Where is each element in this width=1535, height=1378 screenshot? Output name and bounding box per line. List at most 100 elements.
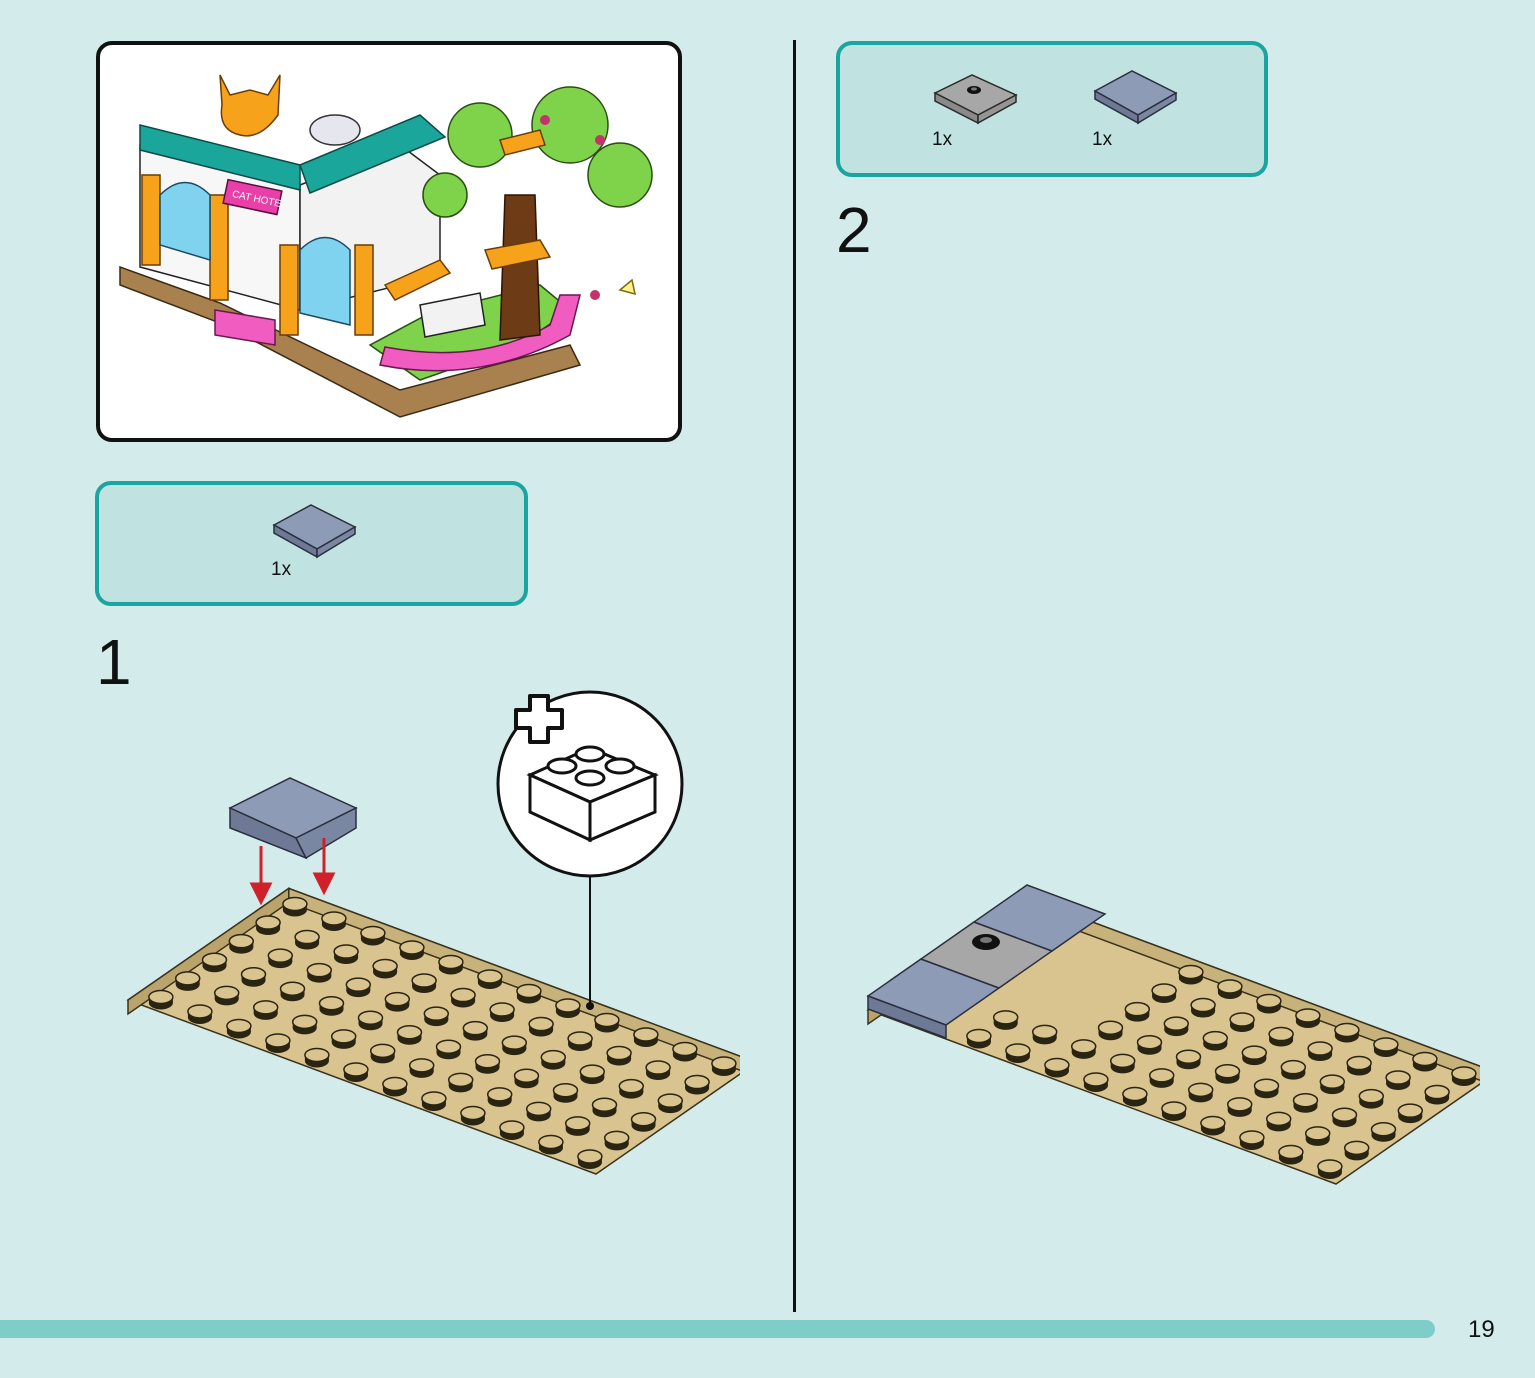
stud (174, 971, 201, 991)
stud (267, 948, 294, 969)
stud (1343, 1140, 1370, 1161)
step2-build-illustration (866, 884, 1480, 1185)
blue-grey-2x2-tile-icon (1093, 70, 1178, 125)
stud (201, 952, 228, 973)
stud (513, 1068, 540, 1089)
stud (1070, 1039, 1097, 1059)
stud (1214, 1064, 1241, 1084)
stud (564, 1116, 591, 1136)
stud (1385, 1070, 1411, 1091)
stud (499, 1120, 525, 1140)
stud (304, 1047, 330, 1068)
stud (540, 1049, 567, 1070)
tan-6x12-plate (126, 886, 740, 1175)
stud (343, 1062, 369, 1082)
step2-part-qty-tile: 1x (1092, 129, 1113, 150)
stud (1083, 1072, 1109, 1092)
stud (474, 1054, 501, 1074)
step1-build-illustration (126, 690, 740, 1175)
stud (1280, 1059, 1307, 1080)
stud (1268, 1026, 1294, 1047)
stud (321, 911, 347, 931)
stud (1292, 1093, 1319, 1113)
stud (618, 1078, 645, 1099)
stud (1202, 1030, 1229, 1051)
stud (1161, 1101, 1187, 1121)
plus-icon (514, 694, 564, 744)
stud (291, 1014, 318, 1035)
stud (1346, 1055, 1372, 1076)
stud (318, 996, 345, 1016)
stud (1044, 1057, 1070, 1078)
stud (1319, 1074, 1346, 1095)
stud (1178, 964, 1204, 985)
tan-6x12-plate-with-tiles (866, 884, 1480, 1185)
stud (1253, 1078, 1280, 1099)
stud (1148, 1068, 1175, 1088)
stud (1397, 1103, 1424, 1124)
stud (486, 1087, 513, 1107)
jumper-stud (972, 934, 1000, 950)
stud (384, 991, 411, 1012)
stud (1097, 1020, 1124, 1041)
stud (525, 1101, 552, 1122)
stud (462, 1020, 489, 1041)
stud (1005, 1043, 1031, 1063)
stud (438, 954, 464, 975)
stud (657, 1093, 684, 1114)
stud (369, 1043, 396, 1064)
stud (294, 929, 320, 950)
stud (360, 925, 386, 946)
stud (567, 1031, 593, 1052)
stud (423, 1006, 450, 1027)
stud (1412, 1051, 1438, 1072)
stud (213, 985, 240, 1006)
stud (577, 1149, 603, 1169)
stud (555, 998, 581, 1018)
page-number: 19 (1468, 1316, 1495, 1343)
stud (1200, 1115, 1226, 1136)
stud (684, 1074, 710, 1095)
step2-number: 2 (836, 194, 872, 266)
stud (1190, 997, 1216, 1018)
stud (1239, 1130, 1265, 1150)
stud (966, 1028, 992, 1049)
stud (1109, 1053, 1136, 1074)
stud (411, 973, 437, 994)
stud (538, 1134, 564, 1155)
stud (501, 1035, 528, 1056)
stud (408, 1058, 435, 1078)
stud (477, 969, 503, 989)
column-divider (793, 40, 796, 1312)
brick-2x2-icon (526, 745, 659, 843)
stud (579, 1064, 606, 1085)
stud (528, 1016, 554, 1037)
stud (1163, 1016, 1190, 1037)
stud (1226, 1097, 1253, 1117)
stud (516, 983, 542, 1004)
stud (630, 1112, 657, 1132)
stud (345, 977, 372, 998)
stud (1373, 1037, 1399, 1057)
stud (1175, 1049, 1202, 1070)
stud (603, 1130, 630, 1151)
stud (330, 1029, 357, 1049)
cat-hotel-model-illustration: CAT HOTEL (119, 74, 653, 418)
stud (282, 896, 308, 917)
stud (552, 1083, 579, 1103)
step2-part-qty-jumper: 1x (932, 129, 953, 150)
stud (1370, 1122, 1397, 1142)
grey-2x2-jumper-plate-icon (933, 74, 1018, 125)
stud (672, 1041, 698, 1062)
stud (279, 981, 306, 1002)
new-element-callout (496, 690, 684, 878)
stud (1124, 1001, 1151, 1022)
blue-grey-tile-being-placed (228, 777, 358, 860)
page-footer-bar (0, 1320, 1435, 1338)
stud (1331, 1107, 1358, 1128)
stud (645, 1060, 671, 1081)
stud (606, 1045, 632, 1066)
stud (226, 1018, 252, 1039)
step1-parts-box: 1x (95, 481, 528, 606)
step1-number: 1 (96, 626, 132, 698)
